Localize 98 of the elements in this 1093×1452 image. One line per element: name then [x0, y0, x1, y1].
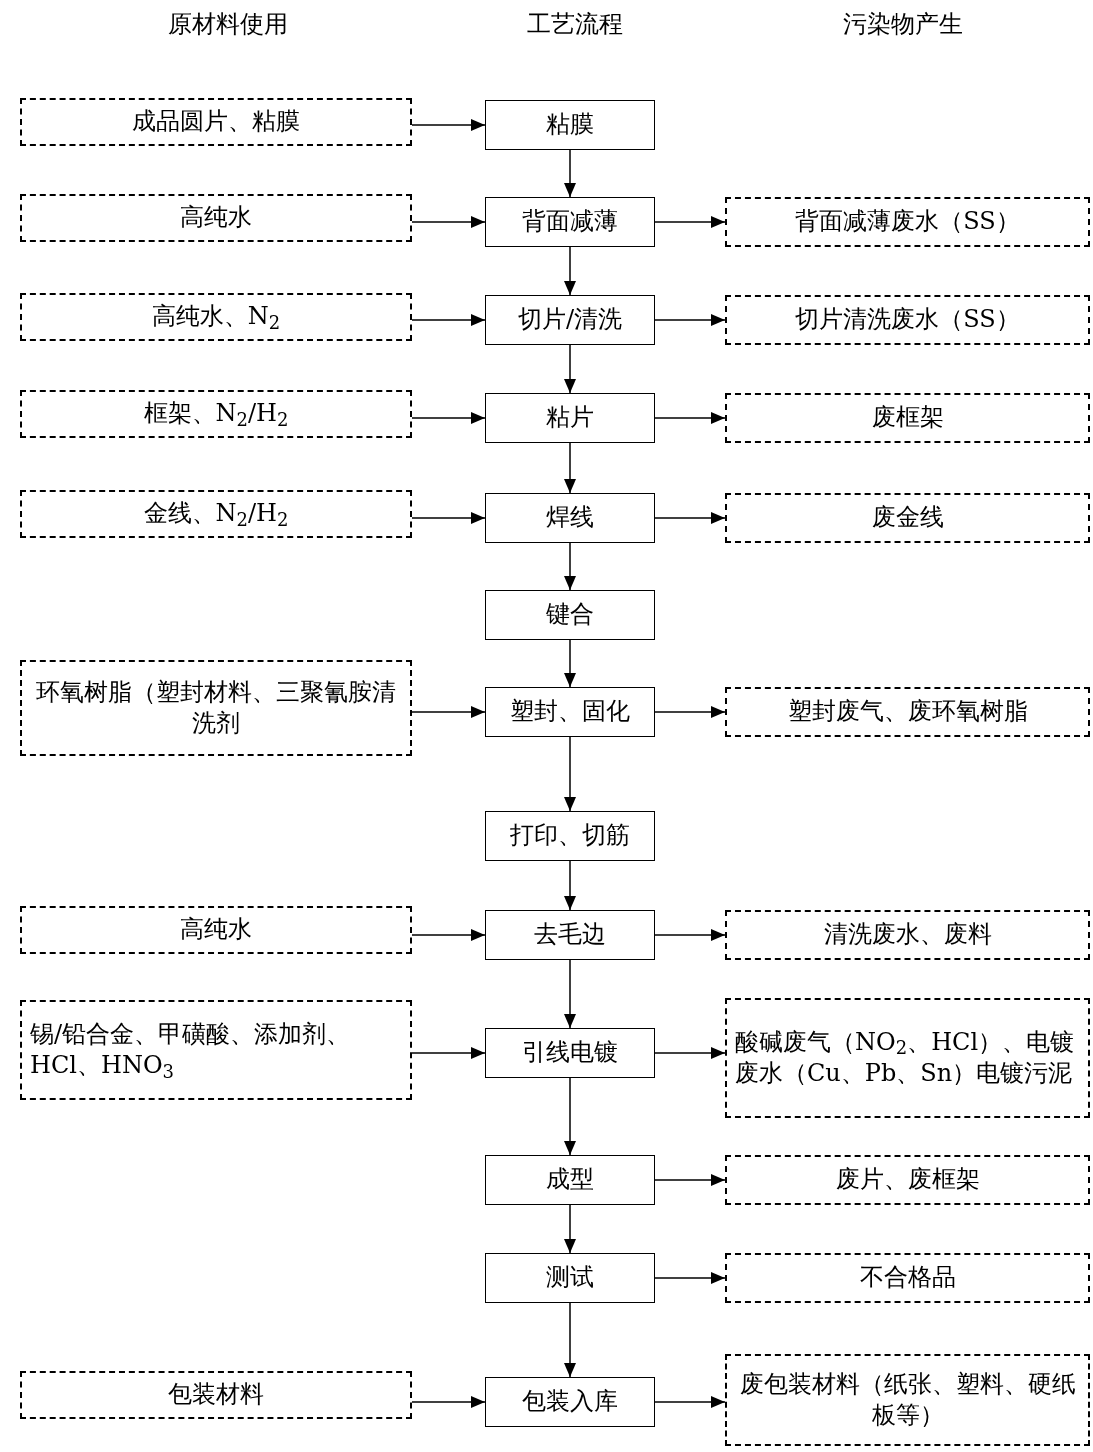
- arrow: [564, 149, 576, 198]
- box-text: 键合: [546, 599, 594, 631]
- box-text: 锡/铅合金、甲磺酸、添加剂、HCl、HNO$_{3}$: [30, 1018, 352, 1082]
- box-text: 废金线: [871, 502, 944, 534]
- arrow: [654, 1396, 726, 1408]
- box-text: 框架、N$_{2}$/H$_{2}$: [143, 398, 289, 430]
- arrow: [654, 1272, 726, 1284]
- arrow: [411, 706, 486, 718]
- box-text: 切片/清洗: [517, 304, 623, 336]
- material-box: [20, 1000, 412, 1100]
- box-text: 成品圆片、粘膜: [132, 106, 300, 138]
- arrow: [654, 512, 726, 524]
- box-text: 包装入库: [522, 1386, 618, 1418]
- material-box: [20, 390, 412, 438]
- pollutant-box: [725, 687, 1090, 737]
- box-text: 金线、N$_{2}$/H$_{2}$: [143, 498, 289, 530]
- box-text: 高纯水、N$_{2}$: [151, 301, 281, 333]
- box-text: 环氧树脂（塑封材料、三聚氰胺清洗剂: [35, 676, 397, 739]
- arrow: [564, 860, 576, 911]
- arrow: [654, 216, 726, 228]
- arrow: [564, 639, 576, 688]
- pollutant-box: [725, 998, 1090, 1118]
- arrow: [564, 1077, 576, 1156]
- arrow: [411, 119, 486, 131]
- box-text: 粘片: [546, 402, 594, 434]
- pollutant-box: [725, 910, 1090, 960]
- box-text: 塑封废气、废环氧树脂: [787, 696, 1028, 728]
- box-text: 高纯水: [180, 914, 252, 946]
- pollutant-box: [725, 1253, 1090, 1303]
- arrow: [411, 412, 486, 424]
- material-box: [20, 98, 412, 146]
- process-box: [485, 100, 655, 150]
- process-box: [485, 1377, 655, 1427]
- arrow: [564, 542, 576, 591]
- process-box: [485, 1028, 655, 1078]
- process-box: [485, 1155, 655, 1205]
- material-box: [20, 660, 412, 756]
- pollutant-box: [725, 393, 1090, 443]
- box-text: 切片清洗废水（SS）: [795, 304, 1020, 336]
- process-box: [485, 910, 655, 960]
- box-text: 包装材料: [168, 1379, 264, 1411]
- process-box: [485, 590, 655, 640]
- box-text: 粘膜: [546, 109, 594, 141]
- box-text: 废框架: [871, 402, 944, 434]
- box-text: 成型: [546, 1164, 594, 1196]
- material-box: [20, 1371, 412, 1419]
- pollutant-box: [725, 1354, 1090, 1446]
- process-box: [485, 1253, 655, 1303]
- column-heading: 污染物产生: [843, 9, 963, 40]
- box-text: 清洗废水、废料: [823, 919, 992, 951]
- box-text: 打印、切筋: [510, 820, 630, 852]
- pollutant-box: [725, 1155, 1090, 1205]
- process-box: [485, 493, 655, 543]
- box-text: 废包装材料（纸张、塑料、硬纸板等）: [738, 1368, 1077, 1431]
- arrow: [654, 1047, 726, 1059]
- material-box: [20, 293, 412, 341]
- arrow: [411, 216, 486, 228]
- box-text: 去毛边: [534, 919, 606, 951]
- arrow: [411, 512, 486, 524]
- column-heading: 工艺流程: [527, 9, 623, 40]
- box-text: 引线电镀: [522, 1037, 618, 1069]
- process-box: [485, 687, 655, 737]
- box-text: 塑封、固化: [510, 696, 630, 728]
- arrow: [654, 1174, 726, 1186]
- arrow: [564, 1302, 576, 1378]
- arrow: [564, 1204, 576, 1254]
- arrow: [411, 1047, 486, 1059]
- arrow: [654, 412, 726, 424]
- box-text: 废片、废框架: [835, 1164, 980, 1196]
- arrow: [564, 344, 576, 394]
- pollutant-box: [725, 295, 1090, 345]
- process-box: [485, 811, 655, 861]
- material-box: [20, 906, 412, 954]
- arrow: [564, 246, 576, 296]
- arrow: [411, 314, 486, 326]
- arrow: [654, 929, 726, 941]
- arrow: [411, 929, 486, 941]
- pollutant-box: [725, 197, 1090, 247]
- material-box: [20, 194, 412, 242]
- arrow: [564, 959, 576, 1029]
- pollutant-box: [725, 493, 1090, 543]
- arrow: [654, 314, 726, 326]
- box-text: 焊线: [546, 502, 594, 534]
- box-text: 测试: [546, 1262, 594, 1294]
- box-text: 背面减薄废水（SS）: [795, 206, 1020, 238]
- process-box: [485, 393, 655, 443]
- box-text: 高纯水: [180, 202, 252, 234]
- box-text: 背面减薄: [522, 206, 618, 238]
- arrow: [654, 706, 726, 718]
- process-box: [485, 197, 655, 247]
- arrow: [411, 1396, 486, 1408]
- box-text: 酸碱废气（NO$_{2}$、HCl）、电镀废水（Cu、Pb、Sn）电镀污泥: [735, 1026, 1076, 1089]
- material-box: [20, 490, 412, 538]
- arrow: [564, 442, 576, 494]
- process-box: [485, 295, 655, 345]
- box-text: 不合格品: [859, 1262, 956, 1294]
- arrow: [564, 736, 576, 812]
- column-heading: 原材料使用: [168, 9, 288, 40]
